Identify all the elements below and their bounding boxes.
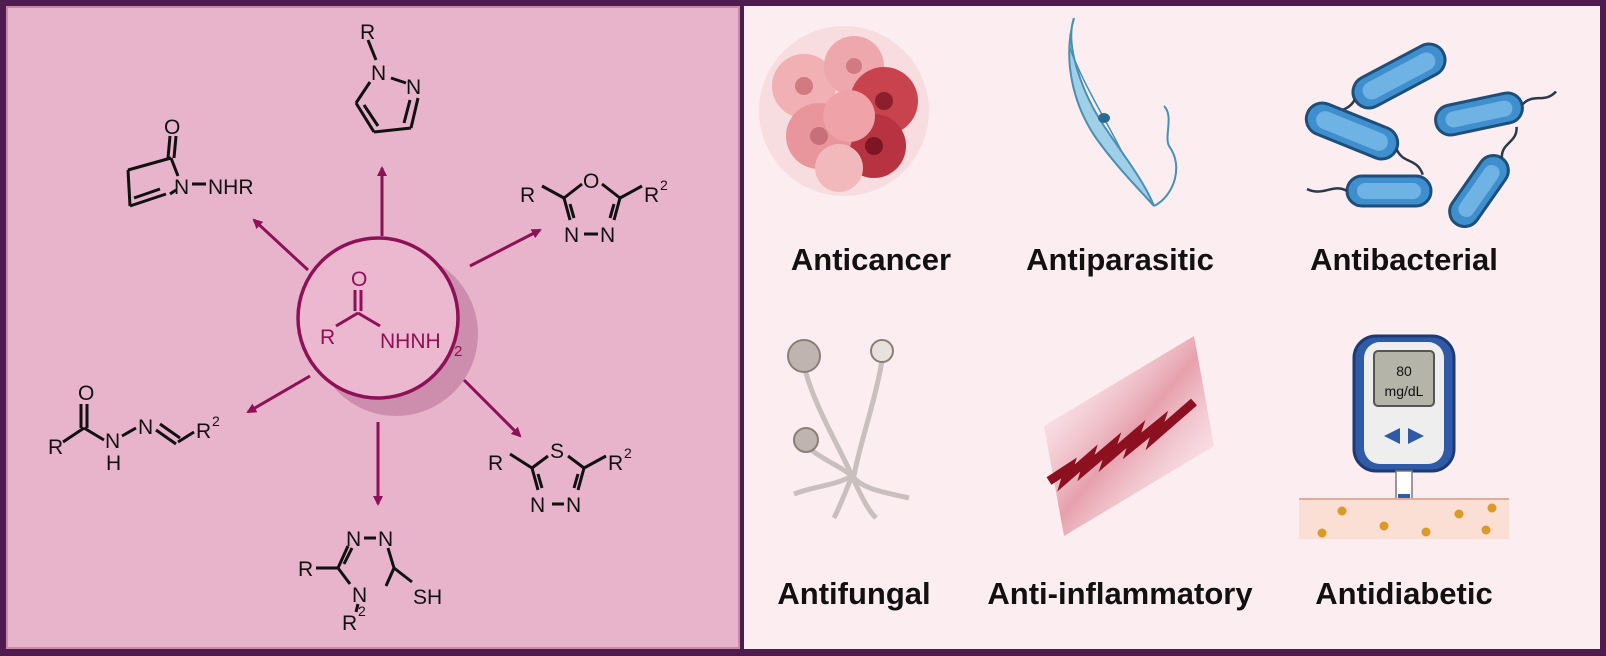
oxadiazole-n2: N: [600, 224, 615, 247]
oxadiazole-r: R: [520, 184, 535, 207]
pyrazole-n2: N: [406, 76, 421, 99]
oxadiazole-r2: R: [644, 184, 659, 207]
glucometer-unit: mg/dL: [1385, 383, 1424, 399]
hydrazone-o: O: [78, 382, 94, 405]
triazole-n1: N: [346, 528, 361, 551]
thiadiazole-structure: [509, 452, 607, 506]
oxadiazole-sup: 2: [660, 177, 668, 193]
triazole-n4: N: [352, 584, 367, 607]
fungus-spores: [787, 339, 894, 453]
triazole-structure: [316, 536, 413, 613]
hydrazone-r: R: [48, 436, 63, 459]
triazole-sup: 2: [358, 603, 366, 619]
pyrrolone-nhr: NHR: [208, 176, 254, 199]
oxadiazole-o: O: [583, 170, 599, 193]
arrow-to-thiadiazole: [462, 378, 522, 438]
chemistry-panel: R O NHNH 2 R N N O N NHR: [6, 6, 740, 649]
triazole-sh: SH: [413, 586, 442, 609]
hydrazone-structure: [62, 404, 195, 446]
arrow-to-pyrrolone: [252, 218, 310, 272]
hub-r-label: R: [320, 326, 335, 349]
glucometer-icon: [1299, 334, 1509, 539]
pyrrolone-n: N: [174, 176, 189, 199]
hub-nhnh-label: NHNH: [380, 330, 441, 353]
label-anticancer: Anticancer: [790, 242, 952, 277]
pyrrolone-structure: [126, 135, 206, 208]
chemistry-diagram: R O NHNH 2 R N N O N NHR: [48, 21, 668, 635]
label-antibacterial: Antibacterial: [1310, 242, 1498, 277]
pyrazole-structure: [354, 39, 420, 134]
cancer-cells-icon: [759, 26, 929, 196]
label-anti-inflammatory: Anti-inflammatory: [987, 576, 1253, 611]
activities-illustrations: 80 mg/dL: [759, 17, 1557, 539]
arrow-to-hydrazone: [246, 374, 311, 414]
hydrazide-hub-circle: [296, 236, 460, 400]
hydrazone-n2: N: [138, 416, 153, 439]
hub-o-label: O: [351, 268, 367, 291]
thiadiazole-s: S: [550, 440, 564, 463]
hydrazone-sup: 2: [212, 413, 220, 429]
parasite-icon: [1068, 17, 1178, 207]
hub-subscript: 2: [454, 343, 462, 360]
hydrazide-structure: [335, 290, 381, 328]
thiadiazole-r: R: [488, 452, 503, 475]
hydrazone-h: H: [106, 452, 121, 475]
pyrrolone-o: O: [164, 116, 180, 139]
inflammation-icon: [1044, 336, 1214, 536]
oxadiazole-n1: N: [564, 224, 579, 247]
label-antifungal: Antifungal: [777, 576, 931, 611]
arrow-to-oxadiazole: [469, 228, 542, 268]
oxadiazole-structure: [541, 182, 643, 236]
thiadiazole-r2: R: [608, 452, 623, 475]
thiadiazole-n2: N: [566, 494, 581, 517]
label-antidiabetic: Antidiabetic: [1315, 576, 1493, 611]
triazole-n2: N: [378, 528, 393, 551]
triazole-r: R: [298, 558, 313, 581]
hydrazone-n1: N: [105, 430, 120, 453]
pyrazole-n1: N: [371, 62, 386, 85]
bacteria-icon: [1304, 42, 1557, 228]
activities-panel: 80 mg/dL Anticancer Antiparasitic Antiba…: [744, 6, 1600, 649]
triazole-r2: R: [342, 612, 357, 635]
pyrazole-r: R: [360, 21, 375, 44]
hydrazone-r2: R: [196, 420, 211, 443]
thiadiazole-sup: 2: [624, 445, 632, 461]
reaction-arrows: [246, 166, 542, 506]
thiadiazole-n1: N: [530, 494, 545, 517]
glucometer-value: 80: [1396, 363, 1412, 379]
label-antiparasitic: Antiparasitic: [1026, 242, 1214, 277]
